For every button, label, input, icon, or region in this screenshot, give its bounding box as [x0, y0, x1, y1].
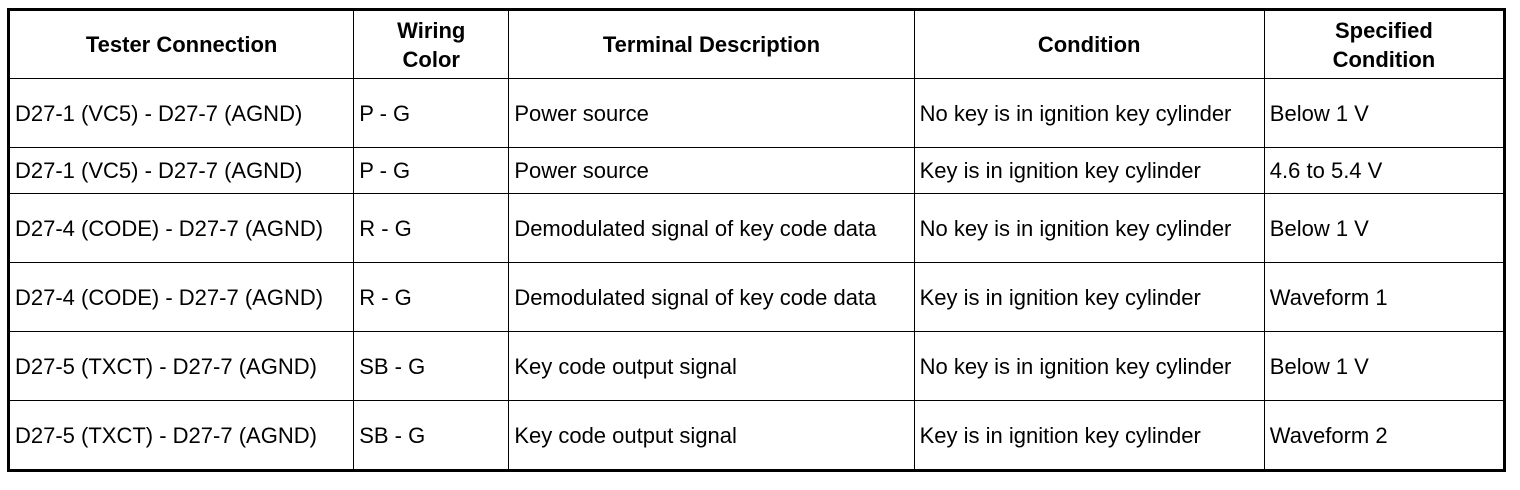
table-row: D27-1 (VC5) - D27-7 (AGND) P - G Power s… — [7, 78, 1506, 148]
cell-tester-connection: D27-5 (TXCT) - D27-7 (AGND) — [7, 400, 355, 471]
header-line: Terminal Description — [602, 32, 821, 57]
cell-condition: Key is in ignition key cylinder — [913, 400, 1265, 471]
header-specified-condition: Specified Condition — [1263, 9, 1506, 79]
cell-terminal-description: Power source — [508, 78, 915, 148]
header-line: Specified — [1334, 17, 1433, 43]
table-row: D27-5 (TXCT) - D27-7 (AGND) SB - G Key c… — [7, 400, 1506, 471]
header-line: Color — [402, 46, 460, 72]
terminal-inspection-table-container: Tester Connection Wiring Color Terminal … — [7, 8, 1506, 472]
cell-terminal-description: Key code output signal — [508, 331, 915, 401]
cell-specified-condition: Below 1 V — [1263, 331, 1506, 401]
header-tester-connection: Tester Connection — [7, 9, 355, 79]
cell-terminal-description: Key code output signal — [508, 400, 915, 471]
cell-condition: No key is in ignition key cylinder — [913, 193, 1265, 263]
table-row: D27-5 (TXCT) - D27-7 (AGND) SB - G Key c… — [7, 331, 1506, 401]
table-row: D27-4 (CODE) - D27-7 (AGND) R - G Demodu… — [7, 262, 1506, 332]
cell-condition: No key is in ignition key cylinder — [913, 78, 1265, 148]
table-row: D27-4 (CODE) - D27-7 (AGND) R - G Demodu… — [7, 193, 1506, 263]
cell-wiring-color: R - G — [353, 193, 510, 263]
header-terminal-description: Terminal Description — [508, 9, 915, 79]
terminal-inspection-table: Tester Connection Wiring Color Terminal … — [7, 8, 1506, 472]
cell-specified-condition: Waveform 1 — [1263, 262, 1506, 332]
cell-tester-connection: D27-1 (VC5) - D27-7 (AGND) — [7, 78, 355, 148]
cell-tester-connection: D27-5 (TXCT) - D27-7 (AGND) — [7, 331, 355, 401]
table-header-row: Tester Connection Wiring Color Terminal … — [7, 9, 1506, 79]
cell-specified-condition: Waveform 2 — [1263, 400, 1506, 471]
table-row: D27-1 (VC5) - D27-7 (AGND) P - G Power s… — [7, 147, 1506, 194]
cell-terminal-description: Power source — [508, 147, 915, 194]
header-line: Wiring — [397, 17, 466, 43]
cell-specified-condition: Below 1 V — [1263, 78, 1506, 148]
header-condition: Condition — [913, 9, 1265, 79]
header-line: Condition — [1037, 32, 1141, 57]
header-line: Tester Connection — [85, 32, 278, 57]
header-line: Condition — [1332, 46, 1436, 72]
cell-condition: Key is in ignition key cylinder — [913, 262, 1265, 332]
cell-wiring-color: R - G — [353, 262, 510, 332]
header-wiring-color: Wiring Color — [353, 9, 510, 79]
cell-wiring-color: SB - G — [353, 400, 510, 471]
cell-terminal-description: Demodulated signal of key code data — [508, 193, 915, 263]
cell-terminal-description: Demodulated signal of key code data — [508, 262, 915, 332]
cell-wiring-color: SB - G — [353, 331, 510, 401]
cell-wiring-color: P - G — [353, 78, 510, 148]
cell-tester-connection: D27-1 (VC5) - D27-7 (AGND) — [7, 147, 355, 194]
cell-condition: Key is in ignition key cylinder — [913, 147, 1265, 194]
cell-specified-condition: 4.6 to 5.4 V — [1263, 147, 1506, 194]
cell-specified-condition: Below 1 V — [1263, 193, 1506, 263]
cell-tester-connection: D27-4 (CODE) - D27-7 (AGND) — [7, 193, 355, 263]
cell-condition: No key is in ignition key cylinder — [913, 331, 1265, 401]
cell-tester-connection: D27-4 (CODE) - D27-7 (AGND) — [7, 262, 355, 332]
cell-wiring-color: P - G — [353, 147, 510, 194]
